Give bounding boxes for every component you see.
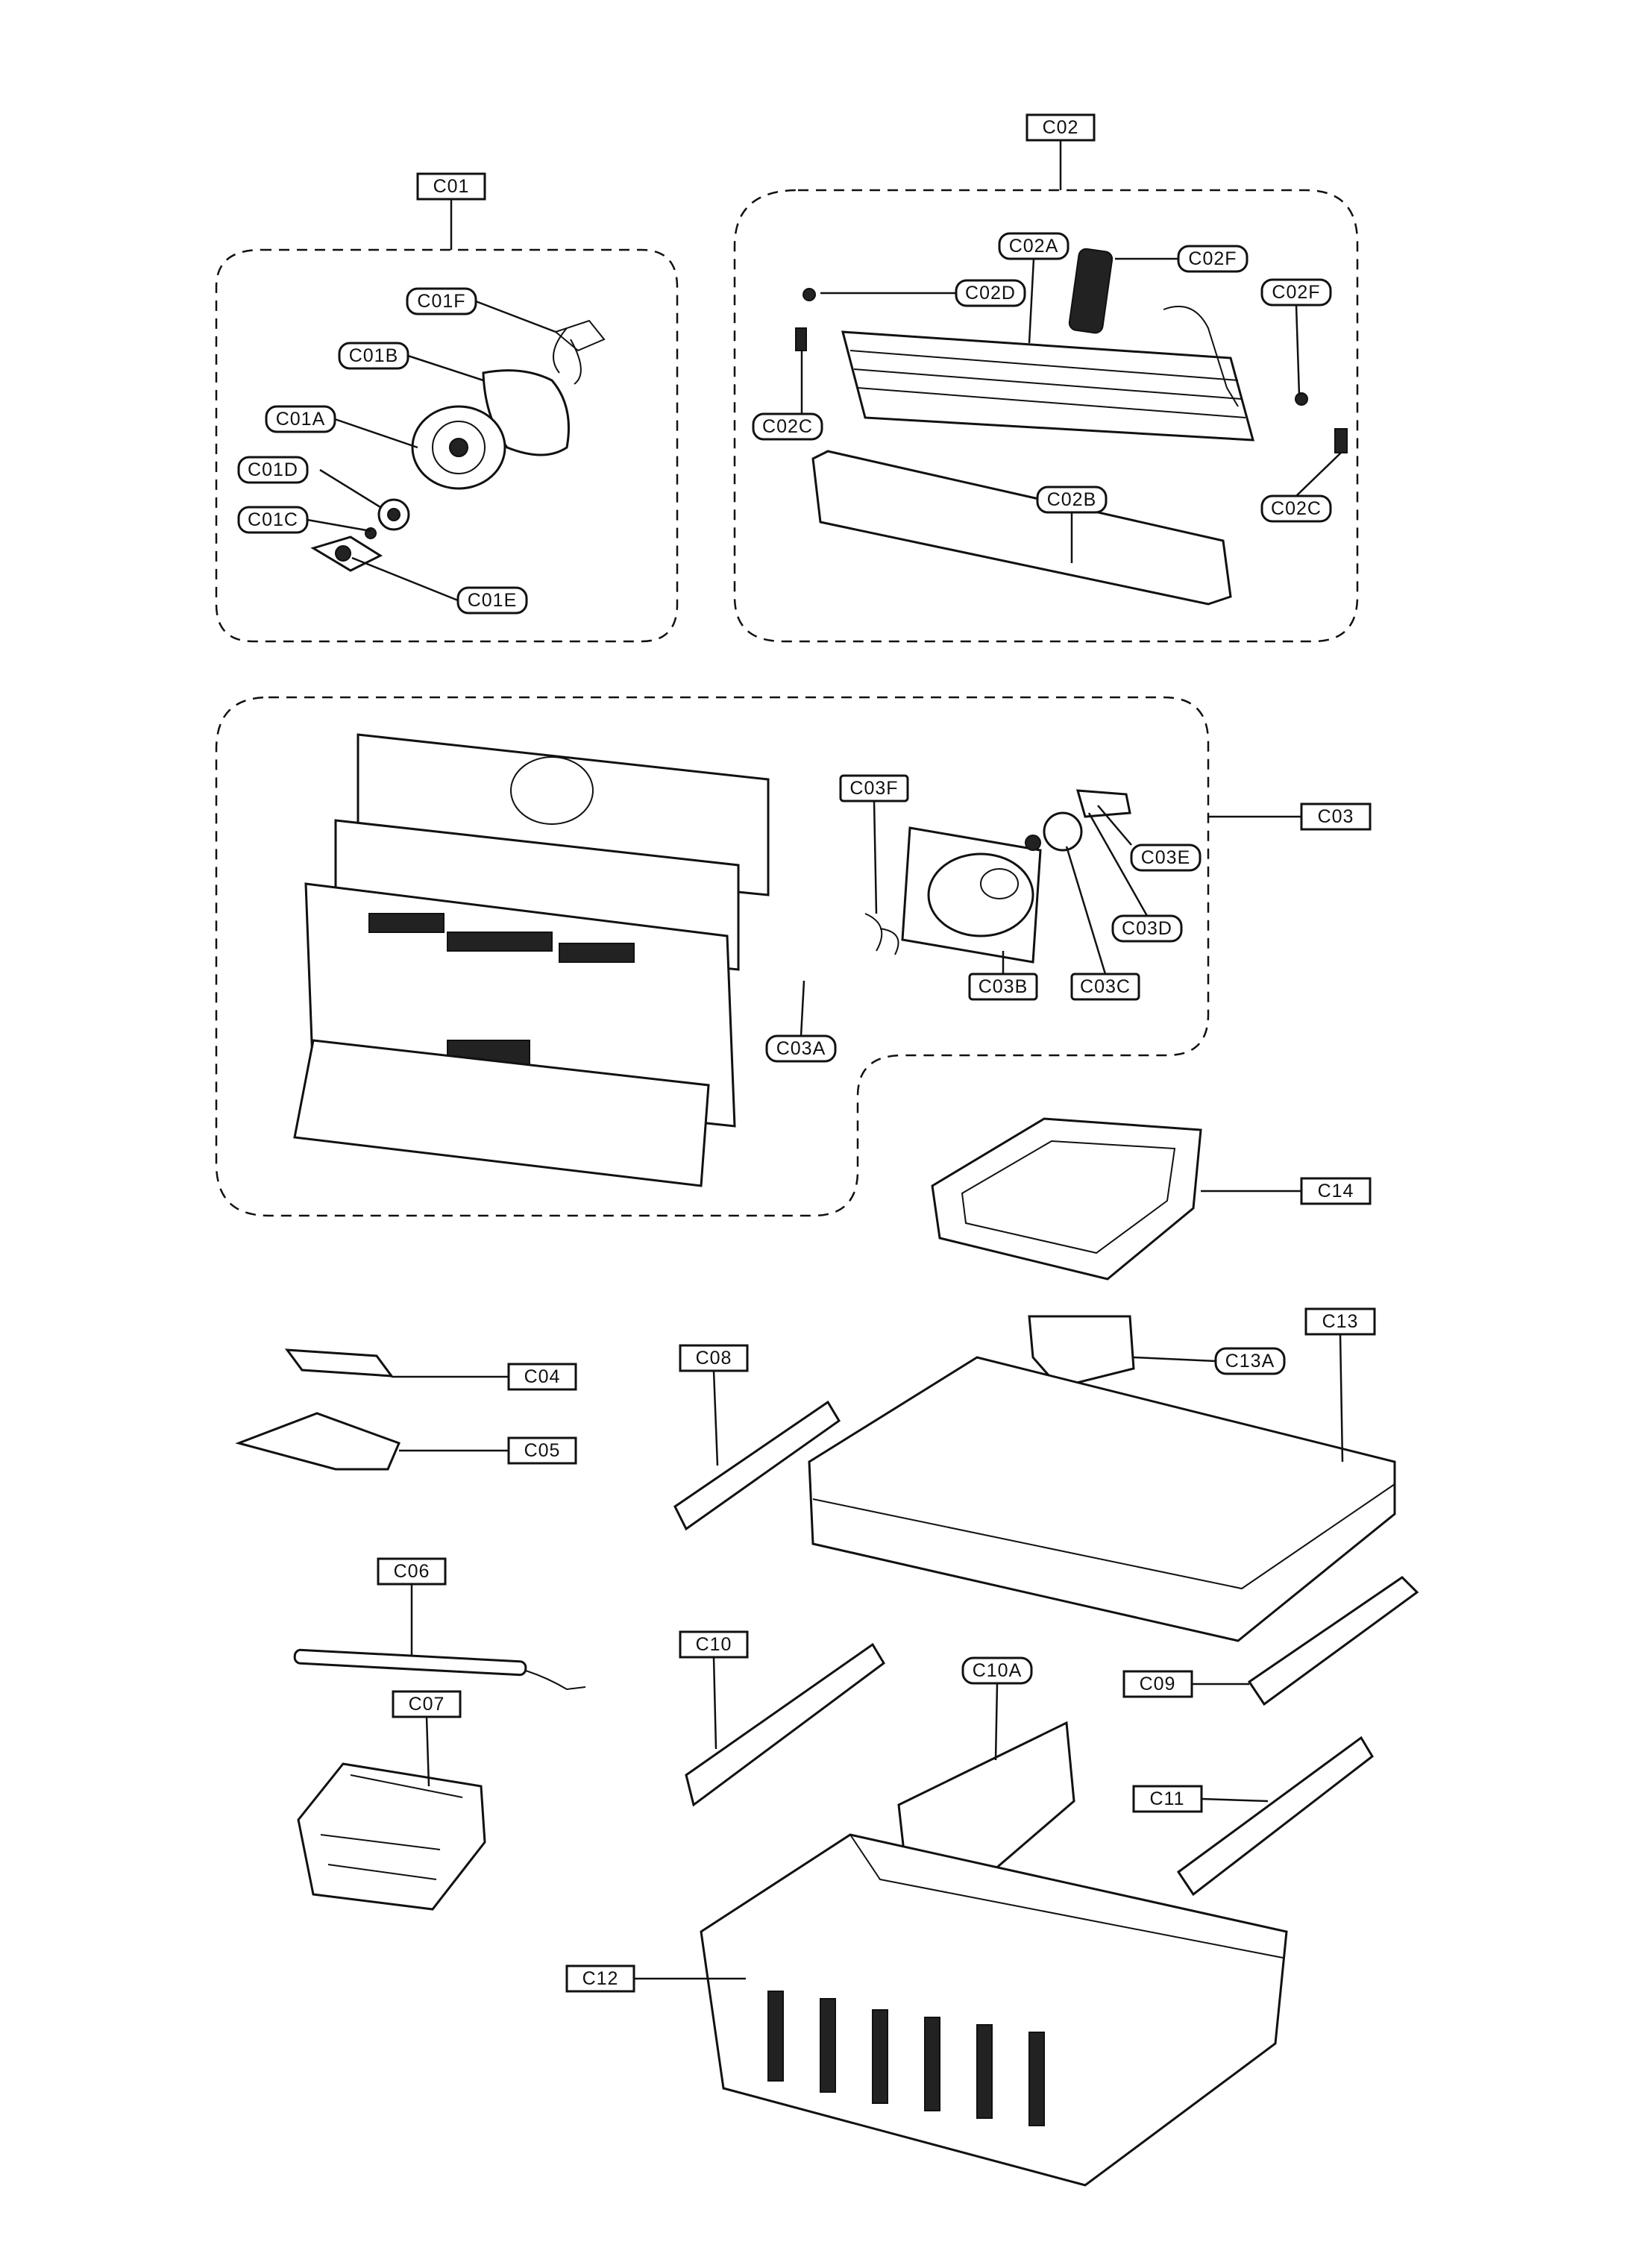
svg-text:C01E: C01E xyxy=(468,590,518,611)
label-c09: C09 xyxy=(1122,1670,1193,1698)
svg-text:C02: C02 xyxy=(1043,117,1079,138)
svg-text:C01: C01 xyxy=(433,176,470,197)
label-c01c: C01C xyxy=(237,506,309,534)
c03-control-board-parts xyxy=(293,733,1131,1187)
svg-text:C14: C14 xyxy=(1318,1181,1354,1201)
svg-text:C03E: C03E xyxy=(1141,847,1191,868)
svg-text:C08: C08 xyxy=(696,1348,732,1369)
svg-text:C02C: C02C xyxy=(1271,498,1322,519)
svg-text:C10A: C10A xyxy=(973,1660,1023,1681)
svg-text:C05: C05 xyxy=(524,1440,561,1461)
label-c03e: C03E xyxy=(1130,844,1202,872)
label-c02b: C02B xyxy=(1036,486,1108,514)
svg-text:C13: C13 xyxy=(1322,1311,1359,1332)
label-c13a: C13A xyxy=(1214,1347,1286,1375)
group-outline-c03 xyxy=(215,696,1210,1217)
svg-text:C01B: C01B xyxy=(349,345,399,366)
label-c03f: C03F xyxy=(839,774,909,802)
label-c02: C02 xyxy=(1025,113,1096,142)
leader-lines xyxy=(307,140,1344,1980)
label-c02d: C02D xyxy=(955,279,1026,307)
svg-text:C10: C10 xyxy=(696,1634,732,1655)
label-c01: C01 xyxy=(416,172,486,201)
label-c10a: C10A xyxy=(961,1656,1033,1685)
label-c10: C10 xyxy=(679,1630,749,1659)
c11-rail-part xyxy=(1176,1735,1374,1897)
svg-text:C06: C06 xyxy=(394,1561,430,1582)
svg-text:C01F: C01F xyxy=(417,291,465,312)
svg-text:C02F: C02F xyxy=(1188,248,1237,269)
label-c03b: C03B xyxy=(968,973,1038,1001)
label-c08: C08 xyxy=(679,1344,749,1372)
svg-text:C04: C04 xyxy=(524,1366,561,1387)
label-c02f-right: C02F xyxy=(1260,278,1332,307)
label-c02a: C02A xyxy=(998,232,1070,260)
svg-text:C09: C09 xyxy=(1140,1674,1176,1694)
label-c03a: C03A xyxy=(765,1034,837,1063)
label-c01d: C01D xyxy=(237,456,309,484)
c09-rail-part xyxy=(1247,1576,1419,1706)
svg-text:C02C: C02C xyxy=(762,416,813,437)
group-outline-c01 xyxy=(215,248,679,643)
svg-text:C02A: C02A xyxy=(1009,236,1059,257)
label-c05: C05 xyxy=(507,1436,577,1465)
svg-text:C01D: C01D xyxy=(248,459,298,480)
c14-bin-part xyxy=(931,1117,1202,1281)
svg-text:C03D: C03D xyxy=(1122,918,1172,939)
c13-drawer-parts xyxy=(808,1315,1396,1642)
c07-ice-maker-part xyxy=(297,1762,486,1911)
svg-text:C03B: C03B xyxy=(979,976,1028,997)
svg-text:C02B: C02B xyxy=(1047,489,1097,510)
label-c01f: C01F xyxy=(406,287,477,315)
svg-text:C11: C11 xyxy=(1149,1788,1184,1809)
label-c13: C13 xyxy=(1304,1307,1376,1336)
label-c02f-top: C02F xyxy=(1177,245,1248,273)
svg-text:C02D: C02D xyxy=(965,283,1016,304)
svg-text:C03F: C03F xyxy=(849,778,898,799)
c12-basket-part xyxy=(700,1833,1288,2187)
label-c06: C06 xyxy=(377,1557,447,1586)
c04-strip-part xyxy=(284,1348,395,1378)
label-c03: C03 xyxy=(1300,802,1372,831)
c01-fan-motor-parts xyxy=(310,319,606,572)
label-c01e: C01E xyxy=(456,586,528,615)
c05-cover-part xyxy=(235,1412,401,1471)
svg-text:C12: C12 xyxy=(582,1968,619,1989)
svg-text:C13A: C13A xyxy=(1225,1351,1275,1372)
label-c04: C04 xyxy=(507,1363,577,1391)
c06-heater-part xyxy=(293,1648,586,1691)
label-c03d: C03D xyxy=(1111,914,1183,943)
c02-evaporator-parts xyxy=(795,248,1348,606)
svg-text:C01C: C01C xyxy=(248,509,298,530)
label-c01a: C01A xyxy=(265,405,336,433)
label-c03c: C03C xyxy=(1070,973,1140,1001)
svg-text:C03C: C03C xyxy=(1080,976,1131,997)
svg-text:C03: C03 xyxy=(1318,806,1354,827)
group-outline-c02 xyxy=(733,189,1359,643)
svg-text:C02F: C02F xyxy=(1272,282,1320,303)
label-c07: C07 xyxy=(392,1690,462,1718)
label-c02c-left: C02C xyxy=(752,412,823,441)
label-c12: C12 xyxy=(565,1964,635,1993)
label-c02c-right: C02C xyxy=(1260,494,1332,523)
c08-rail-part xyxy=(673,1400,841,1531)
svg-text:C03A: C03A xyxy=(776,1038,826,1059)
label-c14: C14 xyxy=(1300,1177,1372,1205)
svg-text:C01A: C01A xyxy=(276,409,326,430)
c10-rail-part xyxy=(685,1642,885,1807)
label-c01b: C01B xyxy=(338,342,409,370)
svg-text:C07: C07 xyxy=(409,1694,445,1715)
label-c11: C11 xyxy=(1132,1785,1203,1813)
